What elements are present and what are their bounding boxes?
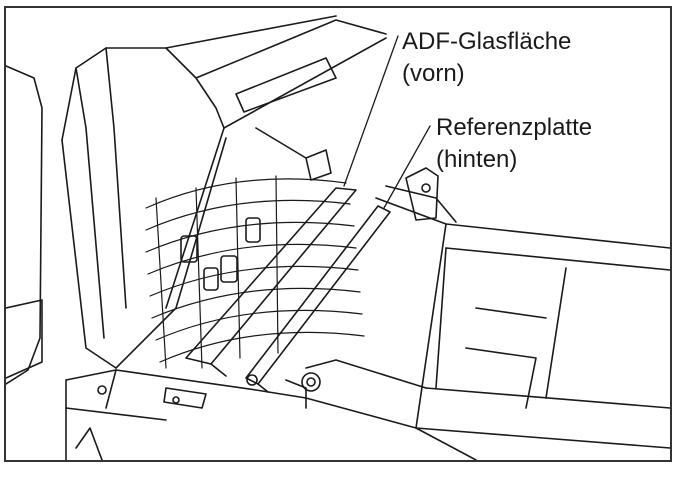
illustration-frame: ADF-Glasfläche (vorn) Referenzplatte (hi… bbox=[4, 6, 672, 462]
leader-adf-glass bbox=[343, 35, 399, 187]
leader-reference-plate bbox=[383, 125, 431, 209]
label-reference-plate: Referenzplatte bbox=[436, 114, 593, 141]
scanner-body-right bbox=[375, 167, 670, 449]
label-adf-glass: ADF-Glasfläche bbox=[402, 28, 572, 55]
scanner-base bbox=[65, 359, 477, 460]
reference-plate bbox=[245, 205, 391, 393]
adf-scanner-illustration bbox=[6, 15, 670, 460]
leader-lines bbox=[343, 35, 431, 209]
label-reference-plate-position: (hinten) bbox=[436, 146, 518, 173]
label-adf-glass-position: (vorn) bbox=[402, 60, 465, 87]
feed-guide-ribs bbox=[145, 175, 365, 369]
left-side-panel bbox=[6, 65, 43, 385]
adf-glass-strip bbox=[185, 187, 357, 377]
adf-lid bbox=[61, 15, 387, 369]
guide-rollers bbox=[180, 217, 261, 291]
